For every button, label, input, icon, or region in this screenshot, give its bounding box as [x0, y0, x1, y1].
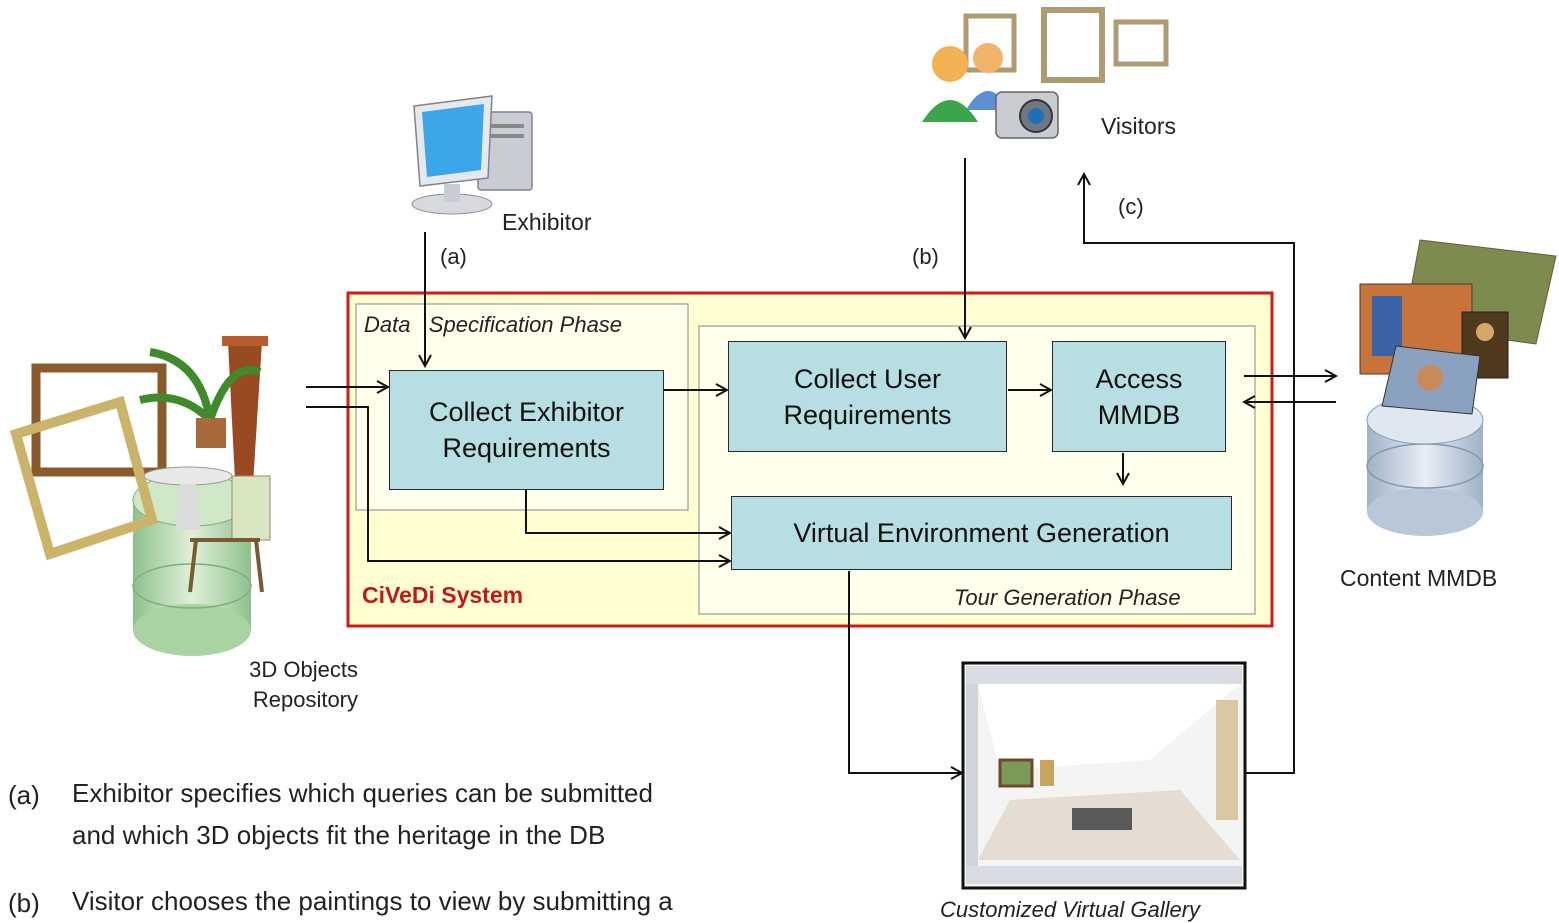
repository-icon: [9, 336, 271, 656]
virtual-environment-box: Virtual Environment Generation: [731, 496, 1232, 570]
gallery-label: Customized Virtual Gallery: [940, 897, 1201, 922]
data-spec-phase-label: Data Specification Phase: [364, 312, 623, 337]
content-mmdb-label: Content MMDB: [1340, 565, 1498, 591]
visitors-label: Visitors: [1101, 113, 1176, 139]
collect-exhibitor-box: Collect Exhibitor Requirements: [389, 370, 664, 490]
visitors-icon: [922, 7, 1169, 139]
legend-key-b: (b): [8, 888, 40, 918]
flow-label-a: (a): [440, 244, 467, 269]
legend-line-a1: Exhibitor specifies which queries can be…: [72, 778, 653, 808]
legend-line-b1: Visitor chooses the paintings to view by…: [72, 886, 673, 916]
tour-phase-label: Tour Generation Phase: [954, 585, 1181, 610]
connectors: [306, 158, 1336, 773]
civedi-system-label: CiVeDi System: [362, 582, 524, 608]
legend-key-a: (a): [8, 780, 40, 810]
content-mmdb-icon: [1359, 239, 1557, 536]
flow-label-b: (b): [912, 244, 939, 269]
collect-user-box: Collect User Requirements: [728, 341, 1007, 452]
access-mmdb-box: Access MMDB: [1052, 341, 1226, 452]
exhibitor-label: Exhibitor: [502, 209, 592, 235]
flow-label-c: (c): [1118, 194, 1144, 219]
repository-label: 3D Objects Repository: [249, 657, 358, 712]
gallery-screenshot-icon: [961, 661, 1247, 890]
legend-line-a2: and which 3D objects fit the heritage in…: [72, 820, 606, 850]
computer-icon: [411, 95, 533, 215]
